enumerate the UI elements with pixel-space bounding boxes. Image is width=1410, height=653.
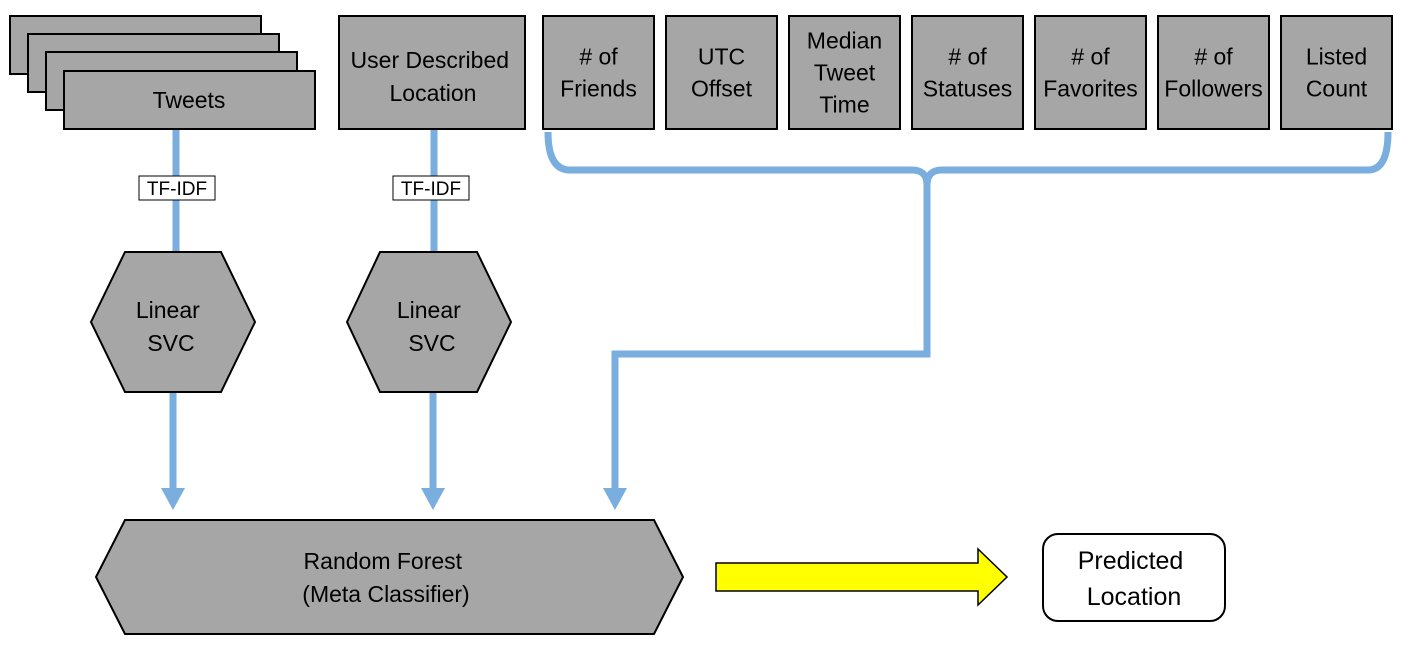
random-forest-node: Random Forest (Meta Classifier) [94,519,685,635]
tfidf-label-tweets: TF-IDF [138,175,216,201]
feature-box [665,15,778,130]
feature-box [1157,15,1270,130]
svc-node-location: Linear SVC [345,251,513,393]
random-forest-shape [94,519,685,635]
tweets-svc-arrowhead [161,488,185,510]
feature-brace [544,131,1392,186]
location-svc-arrowhead [421,488,445,510]
tweets-stack: Tweets [9,15,316,130]
flow-lines [161,130,1392,510]
feature-box [542,15,655,130]
user-location-box [338,15,526,130]
tfidf-label-location-text: TF-IDF [401,179,461,200]
random-forest-label: Random Forest (Meta Classifier) [302,548,469,607]
svc-label-tweets: Linear SVC [136,297,206,356]
output-arrow [715,547,1009,607]
user-location-input: User Described Location [338,15,526,130]
svc-hexagon-tweets [89,251,257,393]
feature-box [1034,15,1147,130]
features-arrowhead [603,488,627,510]
predicted-location-node: Predicted Location [1042,533,1226,622]
predicted-location-label: Predicted Location [1078,547,1191,611]
tfidf-label-tweets-box [138,175,216,201]
tweets-label: Tweets [153,87,226,113]
user-location-label: User Described Location [351,47,516,106]
predicted-location-box [1042,533,1226,622]
svc-node-tweets: Linear SVC [89,251,257,393]
tweets-input-box [63,70,316,130]
tfidf-label-tweets-text: TF-IDF [147,179,207,200]
tfidf-label-location: TF-IDF [392,175,470,201]
feature-box [1280,15,1393,130]
svc-label-location: Linear SVC [397,297,467,356]
feature-box [788,15,901,130]
features-to-rf-line [611,185,931,490]
feature-box [911,15,1024,130]
svc-hexagon-location [345,251,513,393]
tfidf-label-location-box [392,175,470,201]
